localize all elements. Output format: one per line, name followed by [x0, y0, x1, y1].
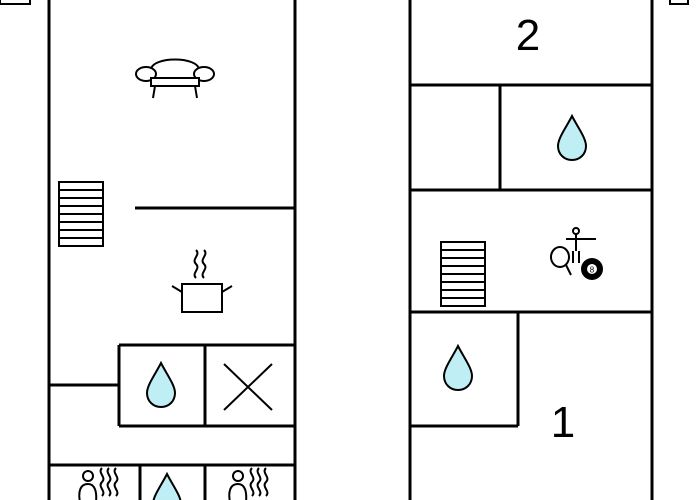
- sauna-icon: [78, 467, 119, 500]
- games-icon: 8: [550, 227, 603, 280]
- room-label-2: 2: [516, 11, 540, 60]
- left-floor: [47, 0, 297, 500]
- cooking-pot-icon: [171, 249, 233, 313]
- ball-number: 8: [590, 266, 595, 275]
- water-drop-icon: [146, 362, 176, 408]
- right-floor: [408, 0, 654, 500]
- room-label-1: 1: [551, 398, 575, 447]
- corner-marker-right: [669, 0, 689, 5]
- sauna-icon: [228, 467, 269, 500]
- water-drop-icon: [443, 345, 473, 391]
- water-drop-icon: [557, 115, 587, 161]
- stairs-icon: [440, 241, 486, 307]
- cross-icon: [223, 363, 273, 411]
- sofa-icon: [135, 58, 215, 99]
- stairs-icon: [58, 181, 104, 247]
- corner-marker-left: [0, 0, 31, 5]
- water-drop-icon: [152, 473, 182, 500]
